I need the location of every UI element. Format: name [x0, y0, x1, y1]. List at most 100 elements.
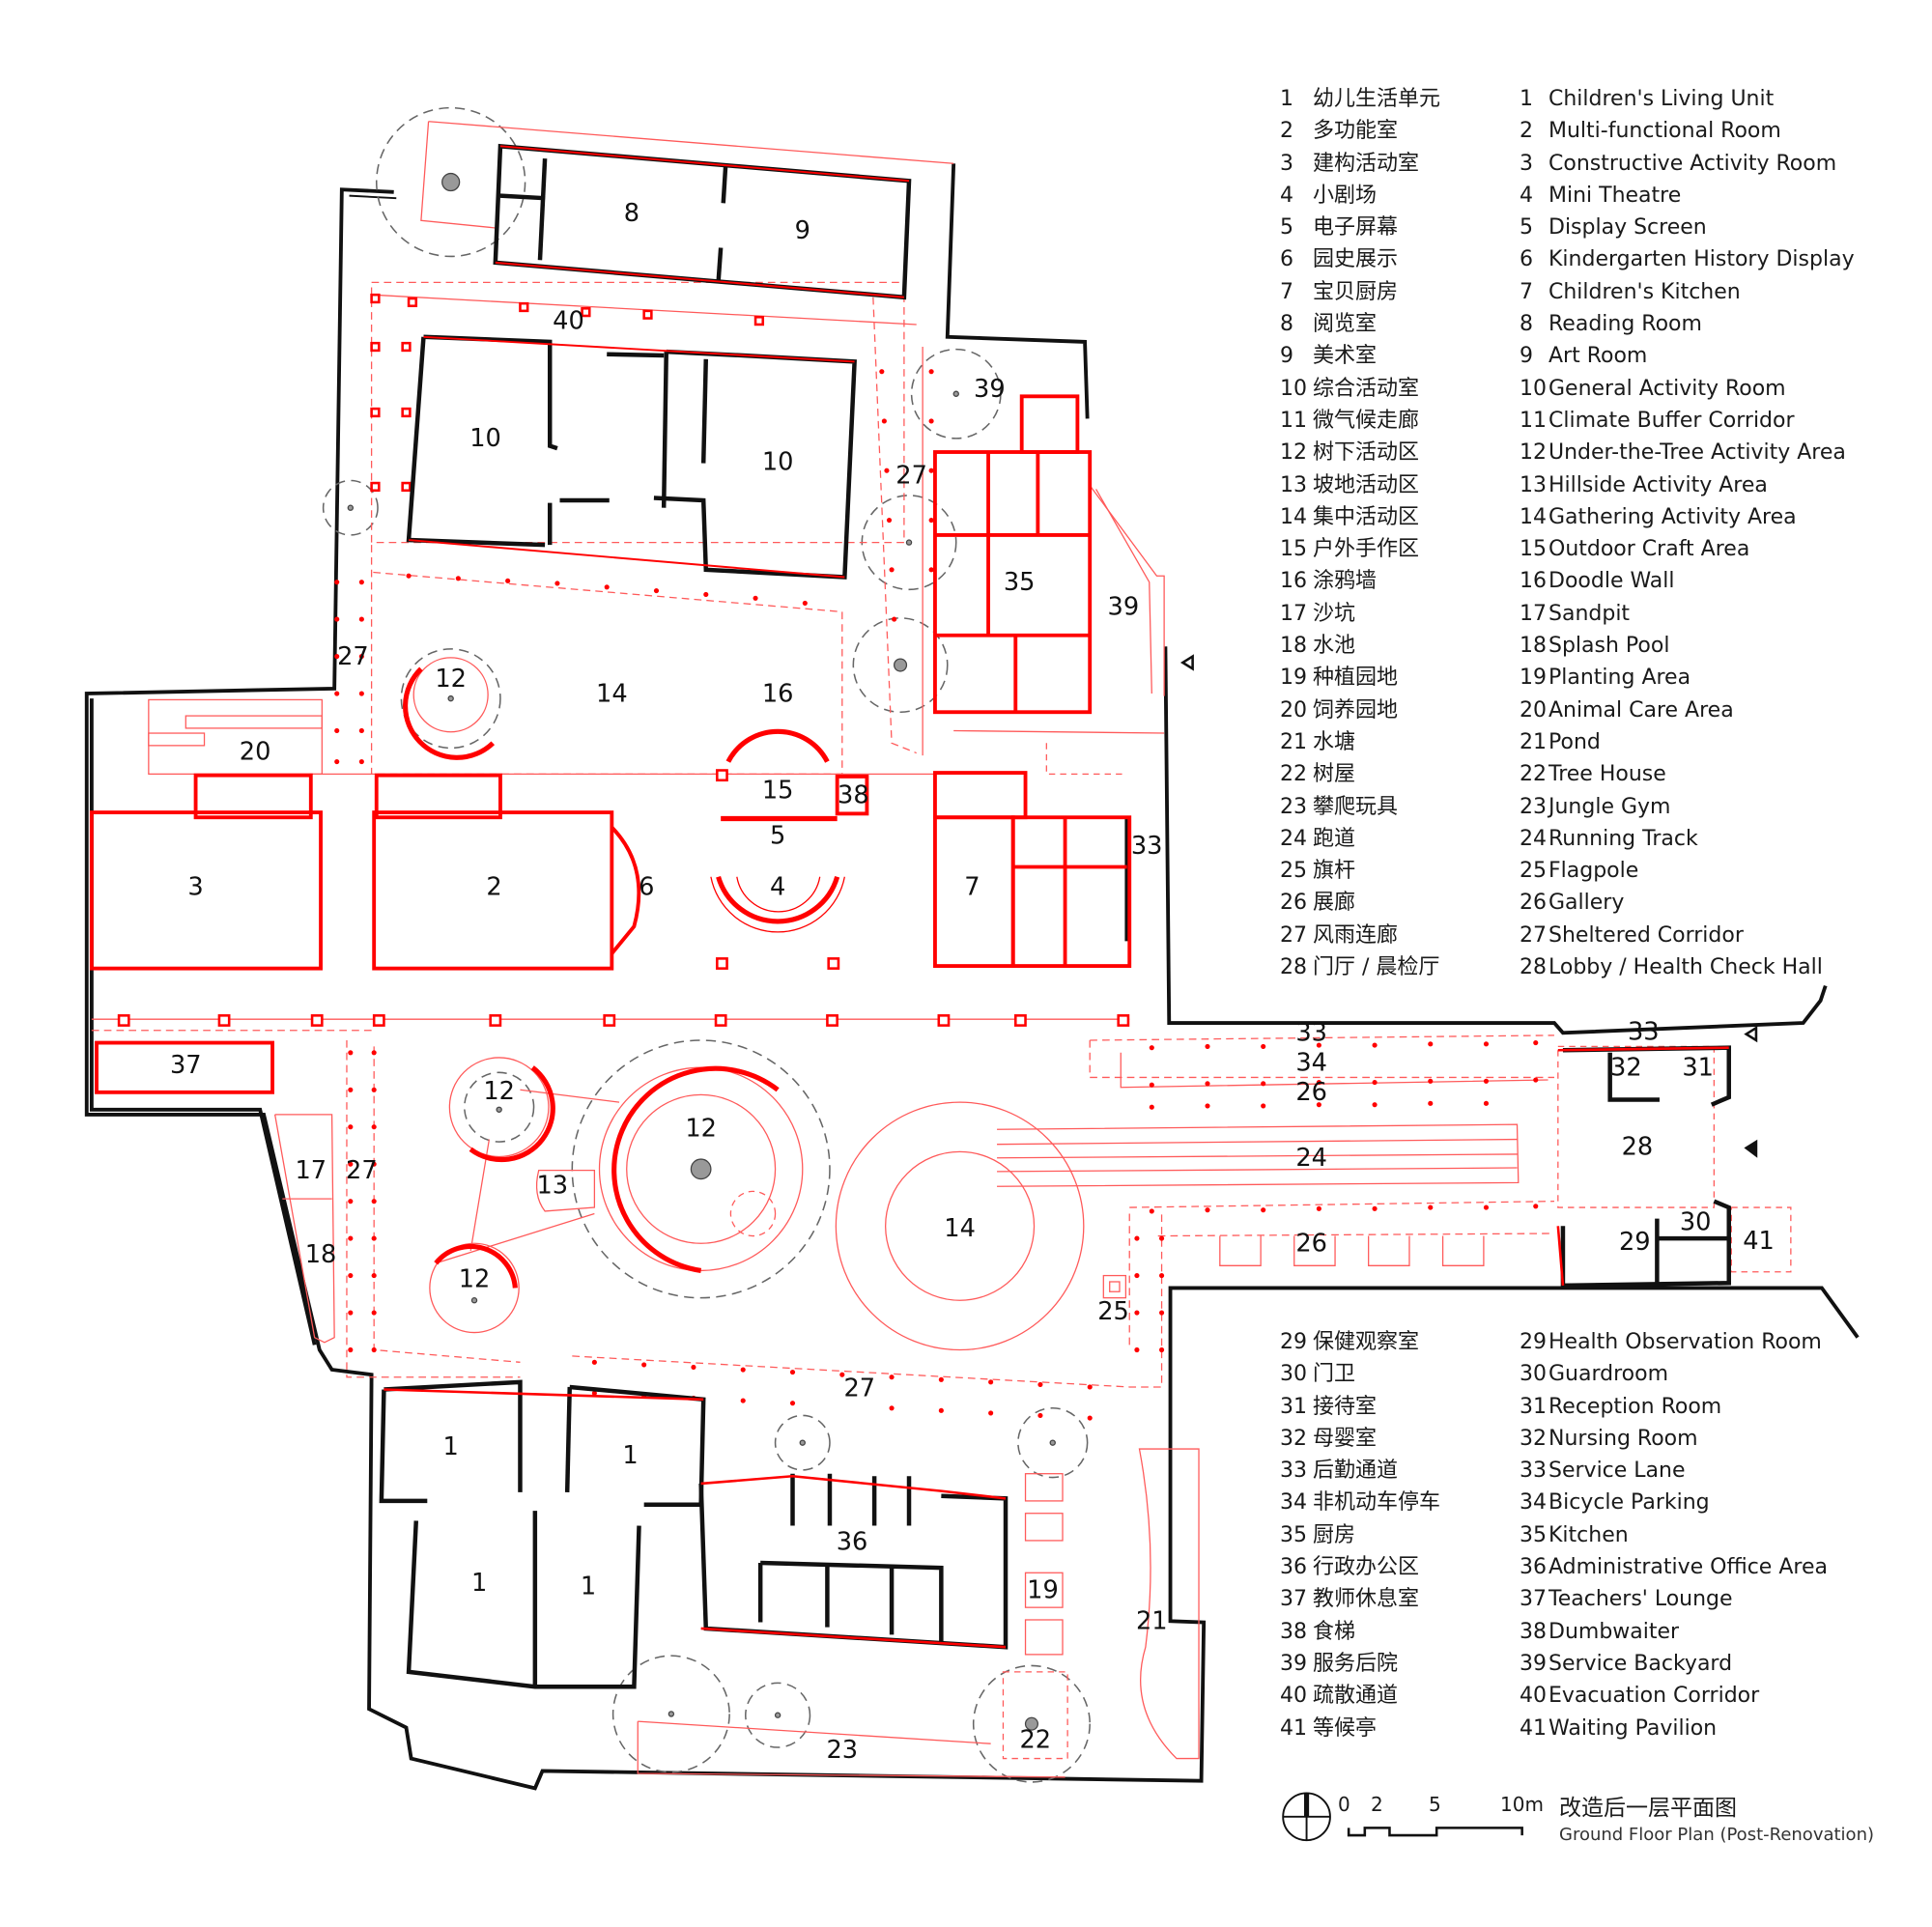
room-number-label: 4: [770, 872, 785, 901]
legend-item-label: 建构活动室: [1313, 151, 1420, 176]
room-number-label: 1: [622, 1441, 638, 1470]
legend-item-label: 跑道: [1313, 826, 1356, 851]
legend-item-number: 3: [1280, 151, 1293, 176]
red-columns: [117, 293, 1130, 1027]
legend-item-label: Climate Buffer Corridor: [1548, 408, 1795, 433]
room-number-label: 15: [762, 776, 794, 805]
legend-item-number: 5: [1520, 215, 1533, 241]
drawing-title-en: Ground Floor Plan (Post-Renovation): [1559, 1825, 1875, 1845]
legend-item-label: Mini Theatre: [1548, 183, 1682, 208]
legend-item-number: 35: [1280, 1522, 1307, 1547]
legend-item-label: 门卫: [1313, 1362, 1356, 1387]
legend-item-number: 2: [1280, 119, 1293, 144]
legend-item-label: Guardroom: [1548, 1362, 1669, 1387]
legend-item-number: 26: [1280, 891, 1307, 916]
room-number-label: 14: [596, 679, 628, 708]
legend-item-number: 36: [1520, 1555, 1547, 1580]
legend-item-number: 22: [1280, 762, 1307, 787]
legend-item-label: 厨房: [1313, 1522, 1356, 1547]
room-number-label: 1: [471, 1569, 487, 1598]
room-number-label: 39: [1108, 593, 1140, 622]
legend-item-number: 31: [1280, 1394, 1307, 1419]
legend-item-number: 38: [1280, 1619, 1307, 1644]
legend-item-label: Planting Area: [1548, 666, 1691, 691]
room-number-label: 8: [624, 199, 639, 228]
room-number-label: 5: [770, 822, 785, 851]
legend-item-label: Running Track: [1548, 826, 1698, 851]
legend-item-label: Nursing Room: [1548, 1426, 1698, 1451]
legend-item-label: Dumbwaiter: [1548, 1619, 1680, 1644]
legend-item-label: Evacuation Corridor: [1548, 1684, 1760, 1709]
room-number-label: 12: [483, 1077, 515, 1106]
legend-item-label: 树屋: [1313, 762, 1356, 787]
legend-item-label: Doodle Wall: [1548, 569, 1675, 594]
legend-item-number: 40: [1280, 1684, 1307, 1709]
legend-item-label: Art Room: [1548, 344, 1648, 369]
room-number-label: 27: [843, 1374, 875, 1403]
scale-bar: [1347, 1827, 1523, 1837]
north-arrow-icon: [1282, 1792, 1331, 1842]
legend-item-label: Reading Room: [1548, 312, 1702, 337]
legend-item-label: 涂鸦墙: [1313, 569, 1378, 594]
room-number-label: 28: [1622, 1133, 1654, 1162]
legend-item-number: 38: [1520, 1619, 1547, 1644]
legend-item-label: Waiting Pavilion: [1548, 1715, 1718, 1741]
legend-item-number: 37: [1520, 1587, 1547, 1612]
room-number-label: 10: [762, 448, 794, 477]
legend-item-number: 41: [1280, 1715, 1307, 1741]
room-number-label: 7: [964, 872, 980, 901]
legend-item-number: 7: [1280, 279, 1293, 304]
legend-item-number: 21: [1520, 729, 1547, 754]
legend-item-label: Health Observation Room: [1548, 1330, 1822, 1354]
legend-item-number: 36: [1280, 1555, 1307, 1580]
legend-item-number: 37: [1280, 1587, 1307, 1612]
legend-item-label: 电子屏幕: [1313, 215, 1399, 241]
room-number-label: 1: [443, 1432, 459, 1461]
legend-item-number: 32: [1520, 1426, 1547, 1451]
legend-item-label: 接待室: [1313, 1394, 1378, 1419]
room-number-label: 32: [1610, 1053, 1642, 1082]
corridor-columns: [334, 369, 1539, 1421]
legend-item-number: 2: [1520, 119, 1533, 144]
legend-item-number: 21: [1280, 729, 1307, 754]
room-number-label: 1: [581, 1573, 596, 1601]
legend-item-number: 14: [1280, 504, 1307, 529]
room-number-label: 17: [295, 1156, 327, 1185]
room-number-label: 12: [459, 1265, 491, 1294]
room-number-label: 27: [337, 642, 369, 671]
legend-item-label: 园史展示: [1313, 247, 1399, 272]
room-number-label: 19: [1027, 1576, 1059, 1605]
scale-tick-2: 2: [1371, 1793, 1383, 1816]
legend-item-number: 15: [1280, 537, 1307, 562]
legend-item-number: 23: [1280, 794, 1307, 819]
legend-item-label: 服务后院: [1313, 1651, 1399, 1676]
room-number-label: 2: [486, 872, 501, 901]
legend-item-number: 39: [1280, 1651, 1307, 1676]
